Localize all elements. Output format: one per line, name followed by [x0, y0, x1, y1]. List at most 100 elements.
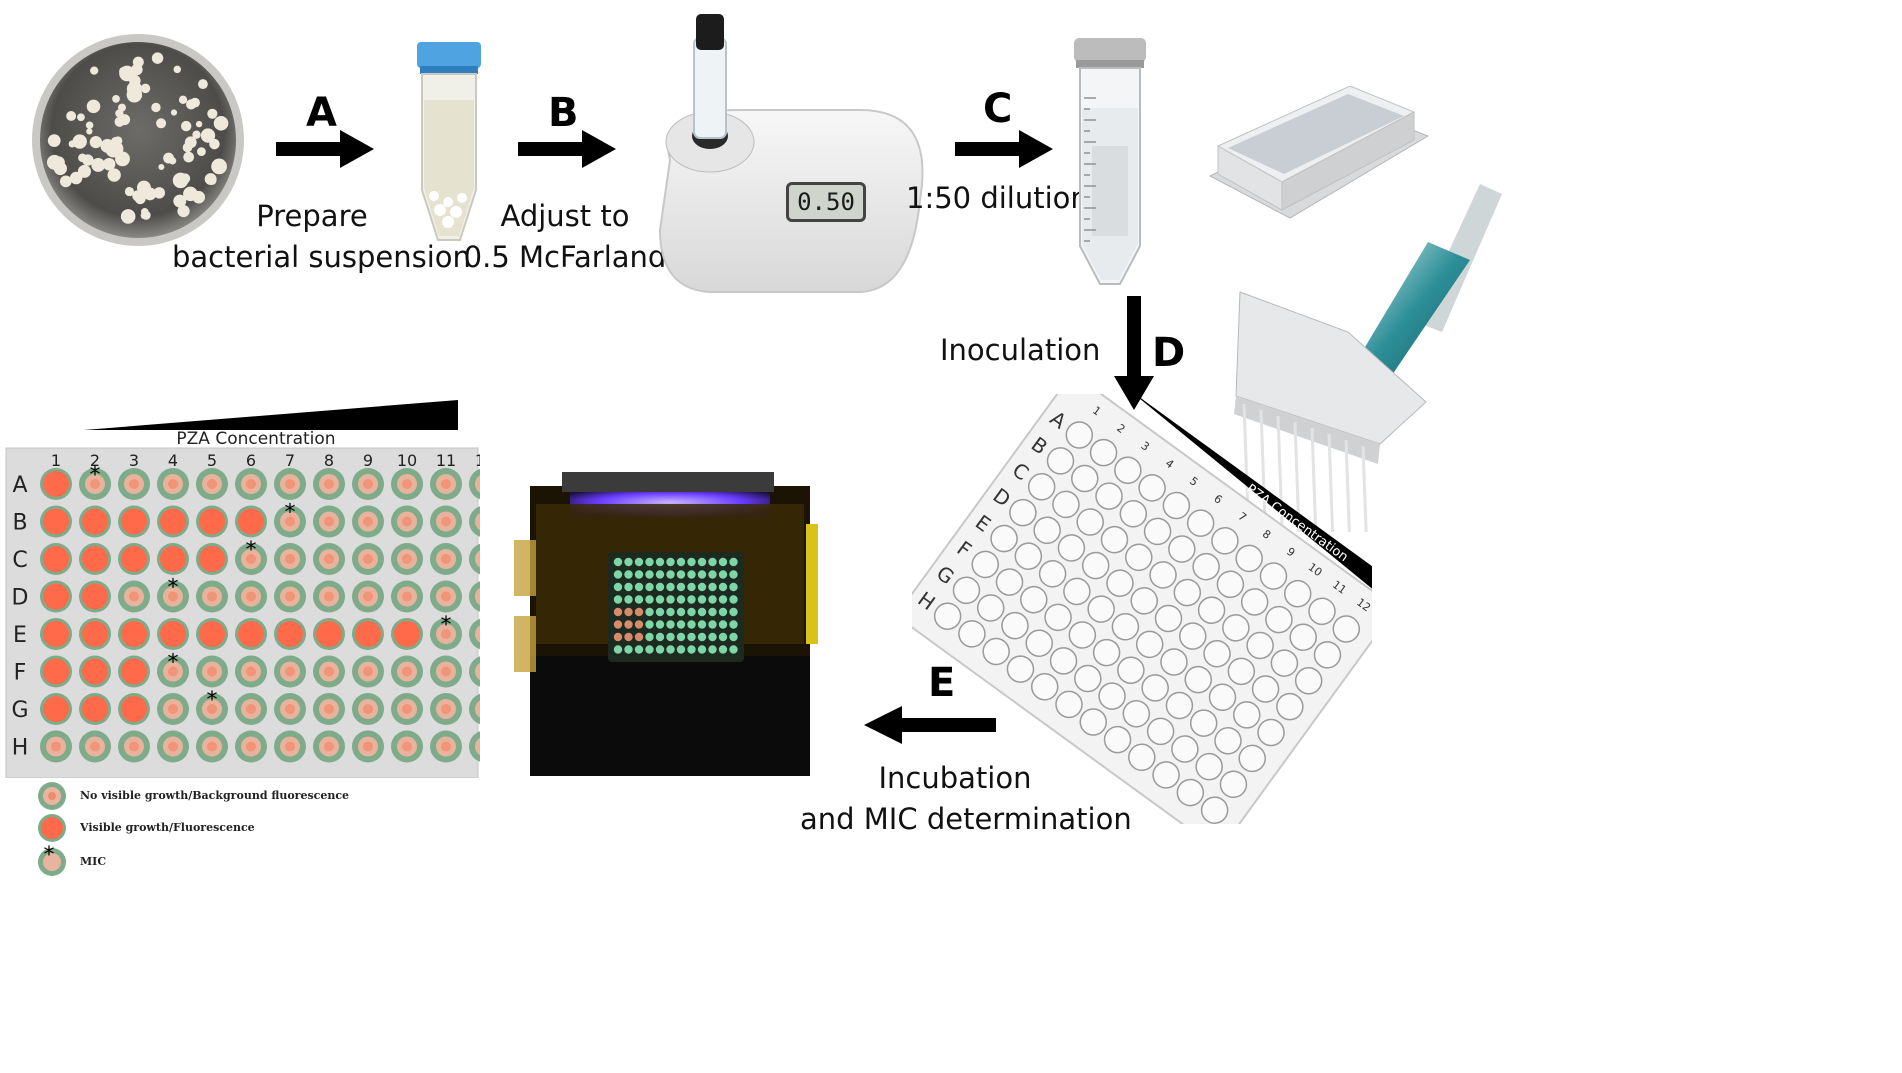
well-no-growth — [391, 468, 423, 500]
imager-well — [687, 558, 695, 566]
result-plate-row-label: B — [12, 511, 27, 536]
well-no-growth — [157, 731, 189, 763]
legend-swatch-no-growth — [38, 782, 66, 810]
well-no-growth — [157, 468, 189, 500]
well-growth — [118, 543, 150, 575]
result-plate-row-label: A — [12, 473, 27, 498]
imager-well — [656, 583, 664, 591]
imager-well — [624, 645, 632, 653]
imager-well — [708, 633, 716, 641]
densitometer-illustration: 0.50 — [630, 10, 930, 305]
caption-c-line-1: 1:50 dilution — [906, 178, 1076, 219]
imager-well — [677, 583, 685, 591]
well-no-growth — [274, 731, 306, 763]
legend-label-growth: Visible growth/Fluorescence — [80, 821, 255, 834]
imager-well — [677, 595, 685, 603]
well-growth — [40, 468, 72, 500]
result-plate-column-label: 12 — [475, 451, 480, 470]
imager-well — [677, 620, 685, 628]
result-plate: PZA Concentration 123456789101112 ABCDEF… — [4, 396, 480, 778]
arrow-c — [955, 130, 1055, 170]
imager-well — [645, 608, 653, 616]
imager-well — [656, 633, 664, 641]
imager-well — [719, 583, 727, 591]
imager-well — [729, 583, 737, 591]
legend-swatches: * — [36, 778, 72, 886]
imager-well — [666, 608, 674, 616]
imager-well — [698, 608, 706, 616]
well-growth — [40, 543, 72, 575]
imager-well — [677, 633, 685, 641]
fluorescence-imager-illustration — [512, 464, 826, 780]
mic-marker: * — [441, 613, 452, 638]
imager-well — [614, 633, 622, 641]
imager-well — [624, 570, 632, 578]
well-no-growth — [391, 506, 423, 538]
result-plate-row-label: E — [13, 623, 27, 648]
well-growth — [118, 618, 150, 650]
result-plate-column-label: 8 — [324, 451, 334, 470]
result-plate-row-label: H — [12, 736, 29, 761]
well-growth — [79, 543, 111, 575]
result-plate-column-label: 5 — [207, 451, 217, 470]
well-growth — [352, 618, 384, 650]
colony — [183, 152, 194, 163]
imager-body — [512, 464, 826, 780]
well-no-growth — [235, 656, 267, 688]
colony — [179, 96, 187, 104]
well-no-growth — [352, 656, 384, 688]
well-no-growth — [235, 581, 267, 613]
well-growth — [196, 543, 228, 575]
well-no-growth — [157, 693, 189, 725]
result-plate-column-label: 10 — [397, 451, 417, 470]
colony — [185, 136, 197, 148]
colony — [141, 84, 151, 94]
imager-well — [656, 570, 664, 578]
colony — [174, 66, 181, 73]
caption-a-line-2: bacterial suspension — [172, 237, 452, 278]
imager-well — [645, 633, 653, 641]
imager-well — [729, 633, 737, 641]
well-no-growth — [391, 731, 423, 763]
result-plate-column-label: 11 — [436, 451, 456, 470]
mic-marker: * — [90, 463, 101, 488]
imager-well — [677, 608, 685, 616]
imager-well — [719, 633, 727, 641]
imager-well — [614, 570, 622, 578]
imager-well — [624, 620, 632, 628]
well-growth — [196, 618, 228, 650]
well-no-growth — [196, 468, 228, 500]
well-no-growth — [118, 468, 150, 500]
colony — [151, 103, 160, 112]
well-no-growth — [430, 693, 462, 725]
well-growth — [79, 656, 111, 688]
well-no-growth — [391, 656, 423, 688]
imager-well — [666, 633, 674, 641]
well-no-growth — [235, 731, 267, 763]
caption-e: Incubation and MIC determination — [800, 758, 1110, 840]
well-no-growth — [313, 468, 345, 500]
legend-label-mic: MIC — [80, 855, 106, 868]
well-no-growth — [274, 656, 306, 688]
colony — [60, 176, 72, 188]
imager-well — [719, 620, 727, 628]
imager-well — [698, 595, 706, 603]
well-growth — [118, 656, 150, 688]
imager-well — [719, 608, 727, 616]
well-growth — [79, 618, 111, 650]
imager-well — [708, 583, 716, 591]
imager-well — [614, 645, 622, 653]
imager-well — [729, 645, 737, 653]
mic-marker: * — [168, 651, 179, 676]
imager-well — [645, 645, 653, 653]
densitometer-display: 0.50 — [786, 182, 866, 222]
colony — [181, 121, 191, 131]
colony — [125, 187, 134, 196]
result-plate-column-label: 7 — [285, 451, 295, 470]
imager-well — [666, 595, 674, 603]
imager-well — [677, 558, 685, 566]
colony — [73, 134, 87, 148]
well-growth — [79, 506, 111, 538]
caption-d-line-1: Inoculation — [940, 330, 1100, 371]
imager-well — [656, 608, 664, 616]
